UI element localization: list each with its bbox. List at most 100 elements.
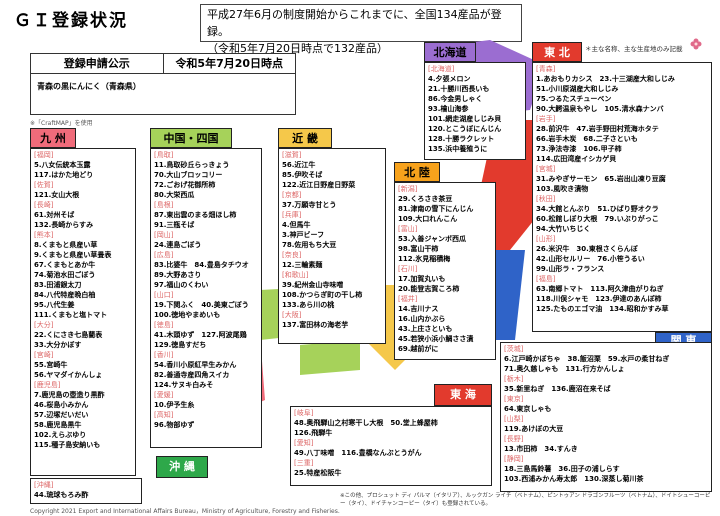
product-item: 137.富田林の海老芋 <box>282 321 349 329</box>
summary-note-box: 平成27年6月の制度開始からこれまでに、全国134産品が登録。 （令和5年7月2… <box>200 4 522 55</box>
product-item: 31.みやぎサーモン 65.岩出山凍り豆腐 <box>536 175 666 183</box>
prefecture-label: [徳島] <box>154 321 174 329</box>
product-item: 85.伊吹そば <box>282 171 323 179</box>
map-shikoku <box>300 340 360 375</box>
prefecture-label: [長崎] <box>34 201 54 209</box>
prefecture-label: [島根] <box>154 201 174 209</box>
flower-icon <box>690 38 702 50</box>
product-item: 61.対州そば <box>34 211 75 219</box>
product-item: 41.木頭ゆず 127.阿波尾鶏 <box>154 331 247 339</box>
region-title-okinawa: 沖 縄 <box>156 456 208 478</box>
product-item: 20.能登志賀ころ柿 <box>398 285 460 293</box>
product-item: 135.浜中養殖うに <box>428 145 488 153</box>
prefecture-label: [富山] <box>398 225 418 233</box>
product-item: 55.宮崎牛 <box>34 361 68 369</box>
product-item: 56.近江牛 <box>282 161 316 169</box>
region-title-hokuriku: 北 陸 <box>394 162 440 182</box>
product-item: 124.サヌキ白みそ <box>154 381 214 389</box>
product-item: 122.近江日野産日野菜 <box>282 181 356 189</box>
prefecture-label: [栃木] <box>504 375 524 383</box>
prefecture-label: [京都] <box>282 191 302 199</box>
product-item: 97.福山のくわい <box>154 281 209 289</box>
region-title-tokai: 東 海 <box>434 384 492 406</box>
prefecture-label: [和歌山] <box>282 271 309 279</box>
product-item: 43.上庄さといも <box>398 325 453 333</box>
product-item: 78.佐用もち大豆 <box>282 241 337 249</box>
summary-line-2: （令和5年7月20日時点で132産品） <box>207 42 388 55</box>
product-item: 18.三島馬鈴薯 36.田子の浦しらす <box>504 465 620 473</box>
product-item: 10.伊予生糸 <box>154 401 195 409</box>
product-item: 71.奥久慈しゃも 131.行方かんしょ <box>504 365 625 373</box>
product-item: 103.風吹き漬物 <box>536 185 589 193</box>
product-item: 100.徳地やまめいも <box>154 311 221 319</box>
product-item: 108.かつらぎ町の干し柿 <box>282 291 363 299</box>
prefecture-label: [宮崎] <box>34 351 54 359</box>
product-item: 66.岩手木炭 68.二子さといも <box>536 135 638 143</box>
prefecture-label: [高知] <box>154 411 174 419</box>
product-item: 96.物部ゆず <box>154 421 195 429</box>
product-item: 90.大鰐温泉もやし 105.清水森ナンバ <box>536 105 664 113</box>
product-item: 70.大山ブロッコリー <box>154 171 223 179</box>
product-item: 114.広田湾産イシカゲ貝 <box>536 155 617 163</box>
prefecture-label: [新潟] <box>398 185 418 193</box>
prefecture-label: [福岡] <box>34 151 54 159</box>
product-item: 4.但馬牛 <box>282 221 311 229</box>
product-item: 14.吉川ナス <box>398 305 439 313</box>
product-item: 13.市田柿 34.すんき <box>504 445 578 453</box>
product-item: 24.連島ごぼう <box>154 241 202 249</box>
page-title: ＧＩ登録状況 <box>14 11 128 31</box>
region-title-hokkaido: 北海道 <box>424 42 476 62</box>
prefecture-label: [福井] <box>398 295 418 303</box>
map-credit: ※「CraftMAP」を使用 <box>30 120 93 127</box>
region-title-kyushu: 九 州 <box>30 128 76 148</box>
product-item: 53.入善ジャンボ西瓜 <box>398 235 467 243</box>
product-item: 72.ごおげ花御所柿 <box>154 181 216 189</box>
prefecture-label: [広島] <box>154 251 174 259</box>
region-title-tohoku: 東 北 <box>532 42 582 62</box>
prefecture-label: [秋田] <box>536 195 556 203</box>
product-item: 128.十勝ラクレット <box>428 135 495 143</box>
product-item: 83.比婆牛 84.豊島タチウオ <box>154 261 249 269</box>
product-item: 63.南郷トマト 113.阿久津曲がりねぎ <box>536 285 664 293</box>
product-item: 102.えらぶゆり <box>34 431 87 439</box>
prefecture-label: [北海道] <box>428 65 455 73</box>
summary-line-1: 平成27年6月の制度開始からこれまでに、全国134産品が登録。 <box>207 8 502 38</box>
product-item: 60.松館しぼり大根 79.いぶりがっこ <box>536 215 659 223</box>
product-item: 11.鳥取砂丘らっきょう <box>154 161 230 169</box>
prefecture-label: [大分] <box>34 321 54 329</box>
application-item: 青森の黒にんにく（青森県） <box>37 82 141 91</box>
product-item: 119.あけぼの大豆 <box>504 425 564 433</box>
product-item: 39.紀州金山寺味噌 <box>282 281 344 289</box>
product-item: 129.徳島すだち <box>154 341 207 349</box>
prefecture-label: [熊本] <box>34 231 54 239</box>
product-item: 42.山形セルリー 76.小笹うるい <box>536 255 645 263</box>
product-item: 73.浄法寺漆 106.甲子柿 <box>536 145 622 153</box>
product-item: 133.あら川の桃 <box>282 301 335 309</box>
product-item: 80.大栄西瓜 <box>154 191 195 199</box>
product-item: 28.前沢牛 47.岩手野田村荒海ホタテ <box>536 125 659 133</box>
product-item: 17.加賀丸いも <box>398 275 446 283</box>
product-item: 81.津南の雪下にんじん <box>398 205 474 213</box>
prefecture-label: [大阪] <box>282 311 302 319</box>
product-item: 8.くまもと県産い草 <box>34 241 98 249</box>
product-item: 83.田浦銀太刀 <box>34 281 82 289</box>
prefecture-label: [山梨] <box>504 415 524 423</box>
prefecture-label: [長野] <box>504 435 524 443</box>
product-item: 54.香川小原紅早生みかん <box>154 361 237 369</box>
copyright: Copyright 2021 Export and International … <box>30 508 340 515</box>
application-label: 登録申請公示 <box>31 54 164 73</box>
product-item: 67.くまもとあか牛 <box>34 261 96 269</box>
product-item: 69.越前がに <box>398 345 439 353</box>
prefecture-label: [沖縄] <box>34 481 54 489</box>
product-item: 3.神戸ビーフ <box>282 231 325 239</box>
prefecture-label: [兵庫] <box>282 211 302 219</box>
product-item: 75.つるたスチューベン <box>536 95 612 103</box>
product-item: 58.鹿児島黒牛 <box>34 421 82 429</box>
prefecture-label: [三重] <box>294 459 314 467</box>
prefecture-label: [香川] <box>154 351 174 359</box>
